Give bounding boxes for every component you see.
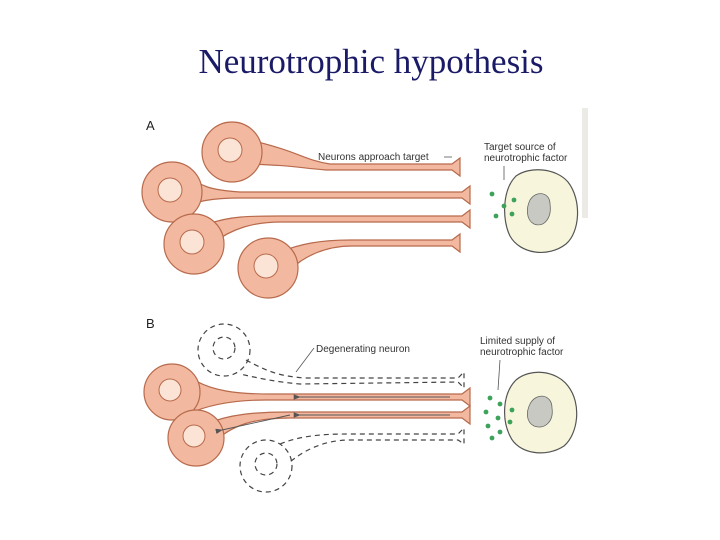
- neuron: [237, 232, 461, 299]
- degenerating-neuron: [239, 426, 465, 493]
- panel-b-letter: B: [146, 316, 155, 331]
- degenerating-pointer: [295, 347, 315, 373]
- neuron: [141, 161, 471, 223]
- figure-edge-shadow: [582, 108, 588, 218]
- limited-supply-label-line2: neurotrophic factor: [480, 347, 564, 358]
- neurons-approach-label: Neurons approach target: [318, 152, 429, 163]
- slide-title: Neurotrophic hypothesis: [198, 42, 544, 81]
- neuron: [163, 208, 471, 275]
- target-source-label-line2: neurotrophic factor: [484, 153, 568, 164]
- surviving-neuron: [167, 404, 471, 467]
- neuron: [201, 121, 461, 183]
- neurotrophic-factor-dots: [489, 191, 517, 219]
- limited-supply-label-line1: Limited supply of: [480, 336, 555, 347]
- degenerating-label: Degenerating neuron: [316, 344, 410, 355]
- target-source-label-line1: Target source of: [484, 142, 556, 153]
- panel-a-neurons: [141, 121, 471, 299]
- panel-a-letter: A: [146, 118, 155, 133]
- neurotrophic-factor-dots: [483, 395, 515, 441]
- target-cell: [504, 169, 579, 253]
- surviving-neuron: [143, 363, 471, 421]
- target-cell: [504, 371, 578, 454]
- degenerating-neuron: [197, 323, 465, 390]
- supply-pointer: [497, 359, 501, 391]
